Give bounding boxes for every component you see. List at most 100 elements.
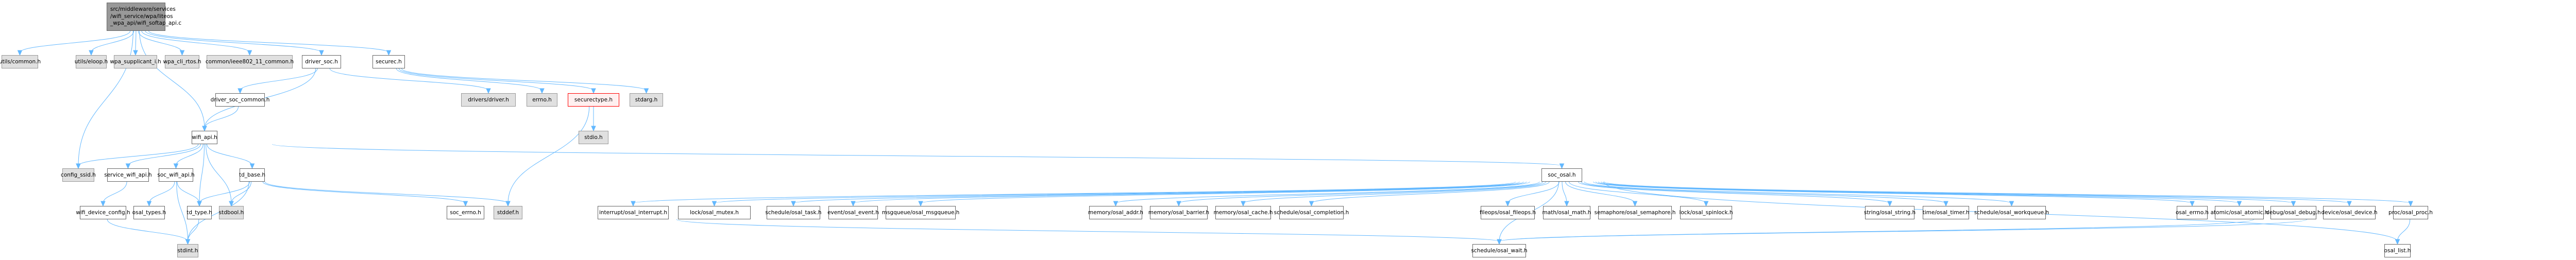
node-osal-workqueue[interactable]: schedule/osal_workqueue.h (1974, 206, 2049, 219)
arrowhead-osal_debug (2291, 201, 2296, 207)
arrowhead-config_ssid (76, 163, 81, 169)
arrowhead-osal_workqueue (2009, 201, 2014, 207)
root-file-node[interactable]: src/middleware/services /wifi_service/wp… (107, 3, 181, 31)
edge-root-to-config_ssid (78, 30, 133, 166)
node-stddef: stddef.h (494, 206, 522, 219)
arrowhead-ieee802_11_common (247, 50, 252, 56)
edge-soc_osal-to-osal_fileops (1507, 181, 1560, 204)
edge-soc_wifi_api-to-stdint (176, 181, 188, 242)
node-osal-semaphore[interactable]: semaphore/osal_semaphore.h (1595, 206, 1675, 219)
edge-driver_soc-to-driver_soc_common (240, 68, 318, 91)
arrowhead-securectype (591, 88, 596, 94)
node-securectype: securectype.h (568, 93, 619, 107)
node-osal-interrupt[interactable]: interrupt/osal_interrupt.h (598, 206, 669, 219)
arrowhead-osal_device (2347, 201, 2352, 207)
edge-soc_wifi_api-to-td_type (177, 181, 200, 204)
node-osal-task[interactable]: schedule/osal_task.h (765, 206, 822, 219)
node-service-wifi-api[interactable]: service_wifi_api.h (104, 168, 152, 182)
node-wifi-api[interactable]: wifi_api.h (192, 131, 217, 144)
node-osal-wait[interactable]: schedule/osal_wait.h (1471, 244, 1528, 257)
node-osal-mutex[interactable]: lock/osal_mutex.h (678, 206, 751, 219)
arrowhead-osal_barrier (1176, 201, 1181, 207)
edge-soc_osal-to-osal_debug (1598, 181, 2294, 204)
node-osal-addr[interactable]: memory/osal_addr.h (1088, 206, 1143, 219)
edge-soc_osal-to-osal_mutex (714, 181, 1520, 204)
edge-root-to-wpa_supplicant_i (135, 30, 137, 53)
arrowhead-wifi_device_config (100, 201, 106, 207)
node-osal-types[interactable]: osal_types.h (132, 206, 166, 219)
edge-td_base-to-stdint (188, 181, 249, 242)
edge-root-to-ieee802_11_common (141, 30, 250, 53)
arrowhead-osal_mutex (711, 201, 717, 207)
node-osal-atomic[interactable]: atomic/osal_atomic.h (2211, 206, 2268, 219)
edge-root-to-driver_soc (145, 30, 322, 53)
node-osal-debug[interactable]: debug/osal_debug.h (2266, 206, 2321, 219)
arrowhead-stdint (185, 239, 191, 245)
edge-soc_osal-to-osal_completion (1311, 181, 1550, 204)
arrowhead-wifi_api (202, 126, 207, 132)
edge-wifi_api-to-soc_osal (272, 144, 1562, 166)
node-osal-errno[interactable]: osal_errno.h (2176, 206, 2209, 219)
arrowhead-osal_proc (2408, 201, 2413, 207)
node-securec[interactable]: securec.h (372, 55, 405, 68)
edge-td_base-to-td_type (199, 181, 250, 204)
node-td-base[interactable]: td_base.h (239, 168, 265, 182)
arrowhead-osal_timer (1943, 201, 1948, 207)
node-driver-soc[interactable]: driver_soc.h (302, 55, 341, 68)
node-osal-proc[interactable]: proc/osal_proc.h (2388, 206, 2433, 219)
node-osal-msgqueue[interactable]: msgqueue/osal_msgqueue.h (882, 206, 959, 219)
arrowhead-driver_soc_common (238, 88, 243, 94)
arrowhead-osal_spinlock (1703, 201, 1709, 207)
node-osal-completion[interactable]: schedule/osal_completion.h (1274, 206, 1349, 219)
node-soc-errno[interactable]: soc_errno.h (447, 206, 484, 219)
node-osal-cache[interactable]: memory/osal_cache.h (1214, 206, 1273, 219)
edge-soc_wifi_api-to-osal_types (149, 181, 175, 204)
node-wifi-device-config[interactable]: wifi_device_config.h (76, 206, 130, 219)
node-osal-device[interactable]: device/osal_device.h (2321, 206, 2378, 219)
node-soc-osal[interactable]: soc_osal.h (1541, 168, 1582, 182)
node-osal-event[interactable]: event/osal_event.h (827, 206, 879, 219)
node-osal-barrier[interactable]: memory/osal_barrier.h (1148, 206, 1209, 219)
arrowhead-osal_wait (1497, 239, 1502, 245)
edge-soc_osal-to-osal_task (793, 181, 1524, 204)
node-osal-math[interactable]: math/osal_math.h (1543, 206, 1591, 219)
arrowhead-stdio (591, 126, 596, 132)
edge-driver_soc_common-to-wifi_api (204, 106, 239, 129)
edge-wifi_api-to-td_base (207, 144, 252, 166)
arrowhead-td_type (197, 201, 202, 207)
node-stdbool: stdbool.h (219, 206, 244, 219)
edge-root-to-wifi_api (139, 30, 205, 129)
edge-soc_osal-to-osal_msgqueue (920, 181, 1530, 204)
node-utils-eloop: utils/eloop.h (75, 55, 108, 68)
edge-soc_osal-to-osal_semaphore (1565, 181, 1635, 204)
arrowhead-osal_event (851, 201, 856, 207)
edge-td_base-to-stdbool (231, 181, 251, 204)
edge-securec-to-stdarg (401, 68, 647, 91)
node-stdio: stdio.h (579, 131, 608, 144)
node-td-type[interactable]: td_type.h (187, 206, 212, 219)
edge-root-to-utils_common (20, 30, 131, 53)
edge-wifi_api-to-service_wifi_api (128, 144, 201, 166)
arrowhead-osal_semaphore (1632, 201, 1638, 207)
node-osal-spinlock[interactable]: lock/osal_spinlock.h (1679, 206, 1733, 219)
node-osal-string[interactable]: string/osal_string.h (1864, 206, 1916, 219)
edge-td_base-to-stddef (264, 181, 509, 204)
arrowhead-td_base (249, 163, 255, 169)
node-driver-soc-common[interactable]: driver_soc_common.h (211, 93, 269, 107)
edge-soc_osal-to-osal_timer (1581, 181, 1946, 204)
arrowhead-service_wifi_api (125, 163, 131, 169)
node-stdint: stdint.h (177, 244, 198, 257)
edge-soc_osal-to-osal_addr (1115, 181, 1540, 204)
arrowhead-stdbool (229, 201, 234, 207)
node-utils-common: utils/common.h (0, 55, 41, 68)
edge-service_wifi_api-to-wifi_device_config (103, 181, 127, 204)
node-soc-wifi-api[interactable]: soc_wifi_api.h (157, 168, 195, 182)
node-ieee802-11-common: common/ieee802_11_common.h (206, 55, 294, 68)
edge-soc_osal-to-osal_spinlock (1569, 181, 1706, 204)
edge-wifi_api-to-stdbool (206, 144, 232, 204)
node-osal-list[interactable]: osal_list.h (2384, 244, 2411, 257)
node-osal-fileops[interactable]: fileops/osal_fileops.h (1480, 206, 1536, 219)
node-osal-timer[interactable]: time/osal_timer.h (1923, 206, 1969, 219)
edge-soc_osal-to-osal_errno (1593, 181, 2193, 204)
